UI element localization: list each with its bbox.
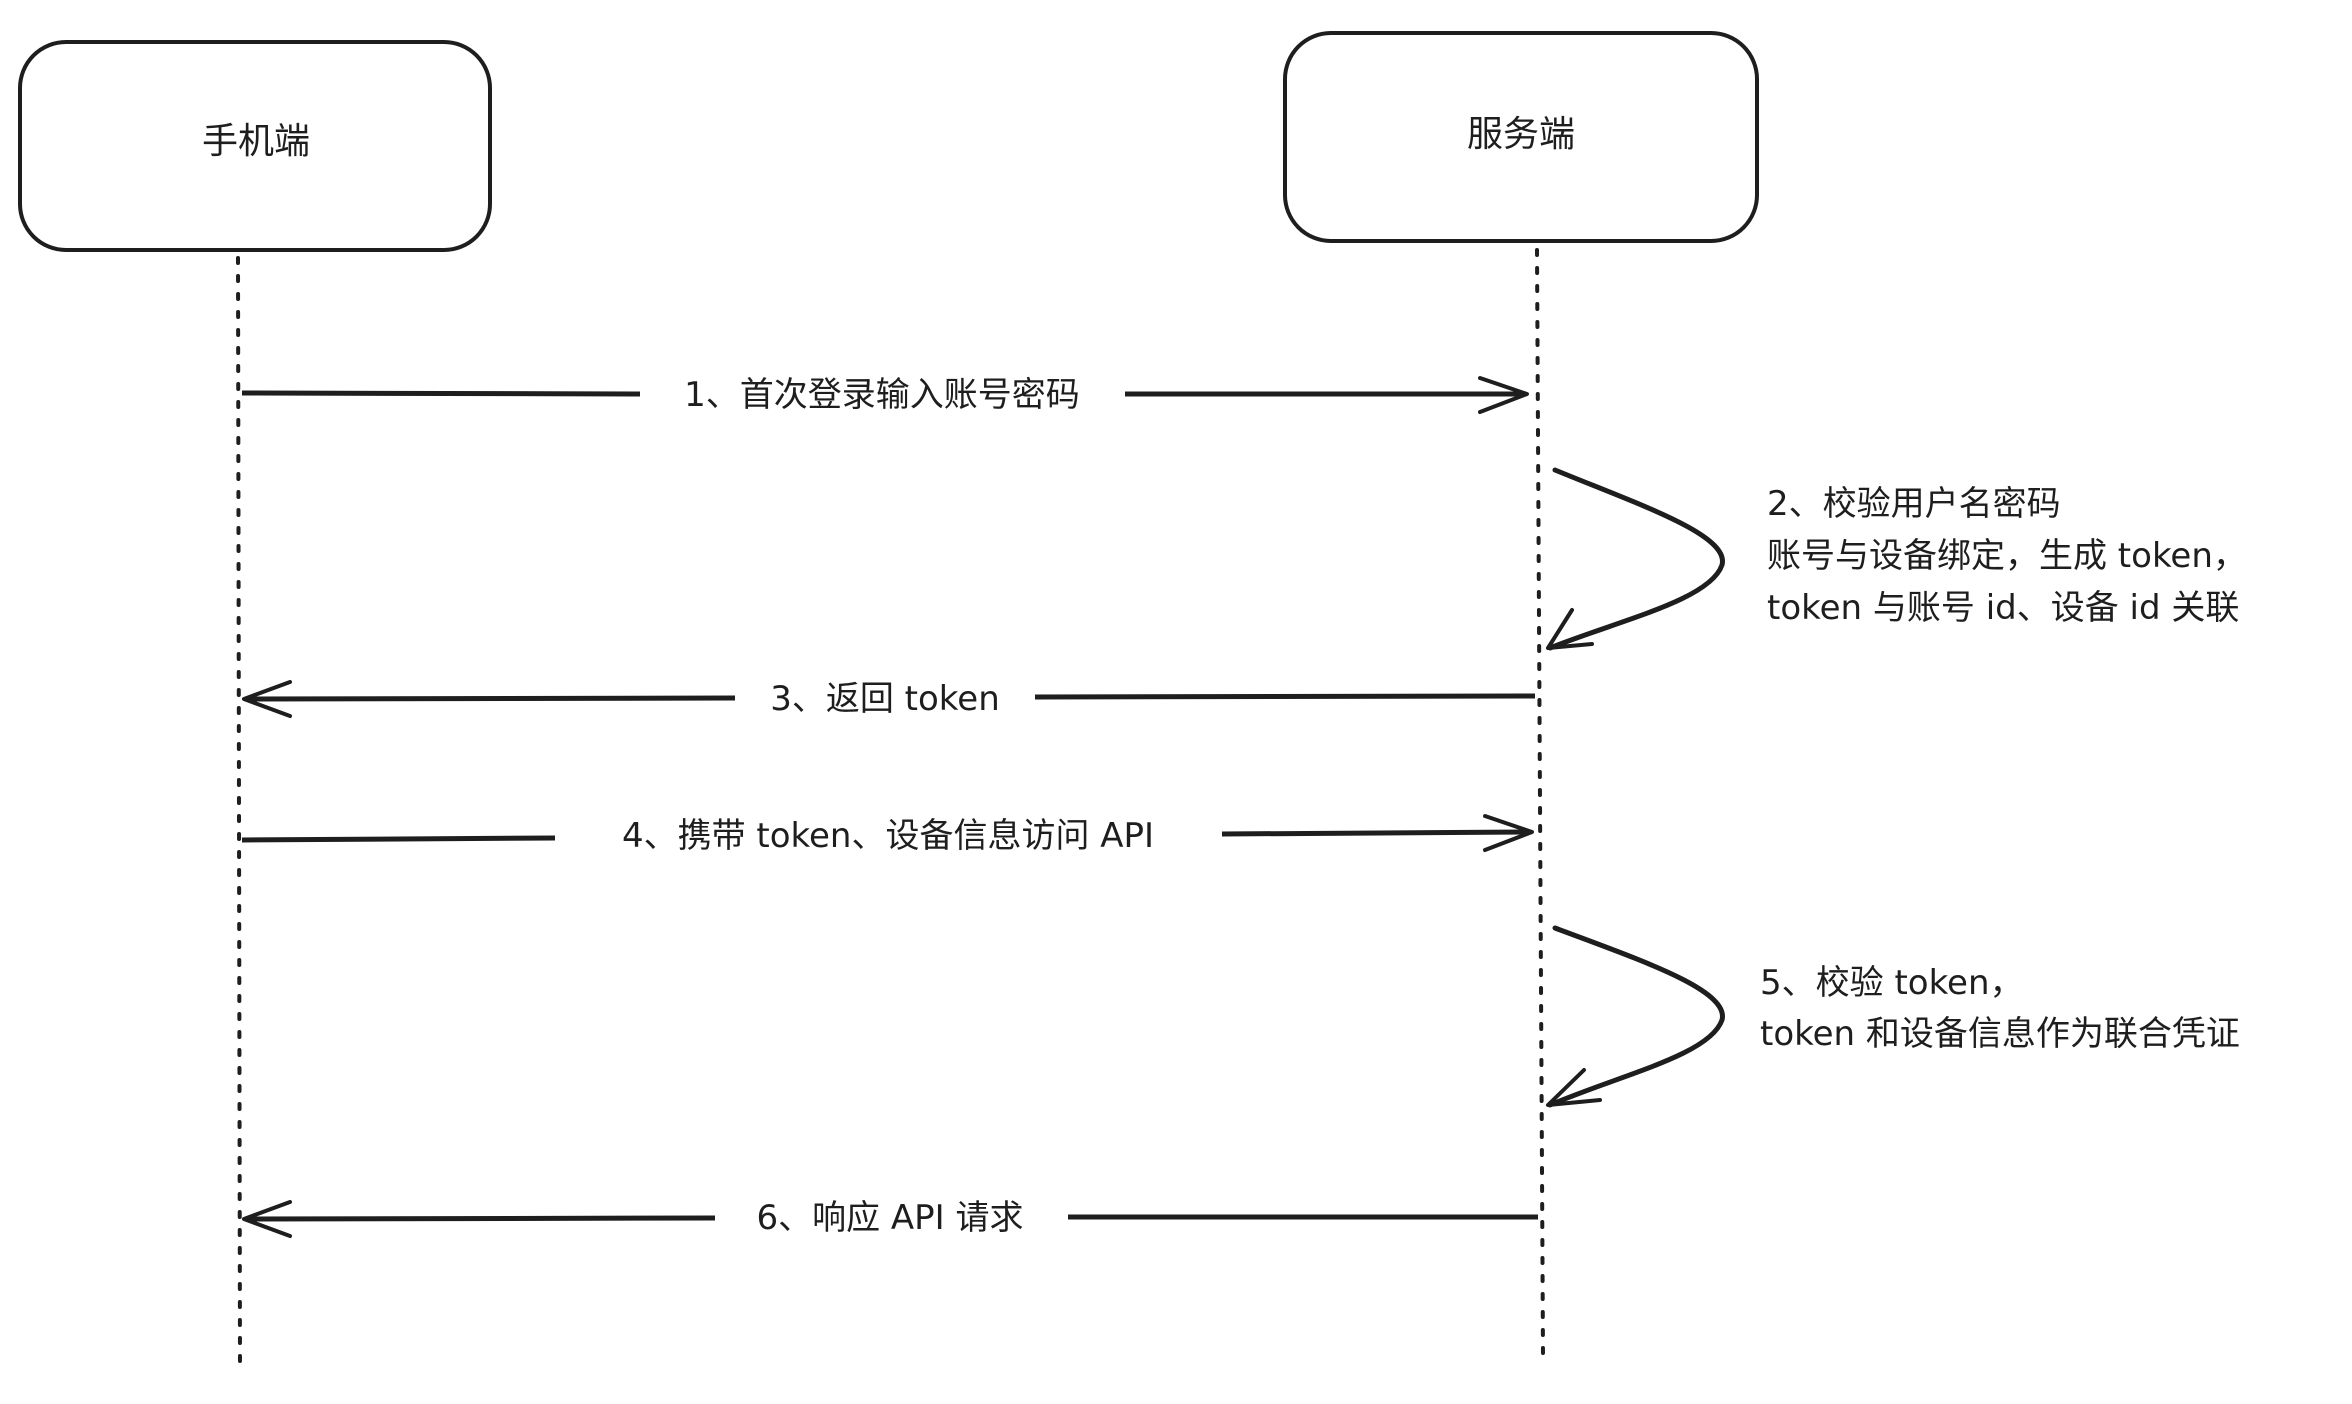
arrowhead-left-icon [242, 1200, 292, 1238]
arrowhead-right-icon [1483, 814, 1534, 852]
actor-phone-box[interactable] [18, 40, 492, 252]
actor-phone[interactable]: 手机端 [18, 40, 492, 252]
message-1[interactable]: 1、首次登录输入账号密码 [241, 375, 1529, 415]
arrowhead-left-icon [242, 680, 292, 718]
lifeline-server [1535, 248, 1545, 1357]
message-3[interactable]: 3、返回 token [242, 679, 1536, 719]
message-2-loop [1547, 467, 1725, 651]
message-3-line-left [244, 695, 736, 702]
actor-server-label: 服务端 [1467, 114, 1575, 155]
message-2-line-2: 账号与设备绑定，生成 token， [1767, 536, 2247, 576]
message-2[interactable]: 2、校验用户名密码 账号与设备绑定，生成 token， token 与账号 id… [1546, 467, 2247, 651]
message-4[interactable]: 4、携带 token、设备信息访问 API [241, 814, 1534, 856]
message-3-line-right [1034, 693, 1536, 700]
actor-server[interactable]: 服务端 [1283, 31, 1759, 243]
arrowhead-right-icon [1478, 376, 1529, 414]
message-5-line-1: 5、校验 token， [1760, 963, 2024, 1003]
message-6-label: 6、响应 API 请求 [756, 1198, 1023, 1238]
message-4-line-right [1221, 829, 1531, 837]
message-4-label: 4、携带 token、设备信息访问 API [622, 816, 1154, 856]
actor-phone-label: 手机端 [202, 121, 310, 162]
message-2-line-3: token 与账号 id、设备 id 关联 [1767, 588, 2239, 628]
message-3-label: 3、返回 token [770, 679, 1000, 719]
actor-server-box[interactable] [1283, 31, 1759, 243]
arrowhead-loop-icon [1546, 1068, 1602, 1107]
message-6-line-left [244, 1215, 716, 1222]
message-1-line-left [241, 390, 641, 397]
lifeline-phone [236, 256, 242, 1372]
message-2-line-1: 2、校验用户名密码 [1767, 484, 2061, 524]
message-4-line-left [241, 835, 556, 843]
message-5-loop [1547, 925, 1725, 1108]
arrowhead-loop-icon [1546, 608, 1594, 650]
message-1-label: 1、首次登录输入账号密码 [684, 375, 1080, 415]
message-6[interactable]: 6、响应 API 请求 [242, 1198, 1538, 1238]
message-5[interactable]: 5、校验 token， token 和设备信息作为联合凭证 [1546, 925, 2240, 1108]
message-5-line-2: token 和设备信息作为联合凭证 [1760, 1014, 2240, 1054]
